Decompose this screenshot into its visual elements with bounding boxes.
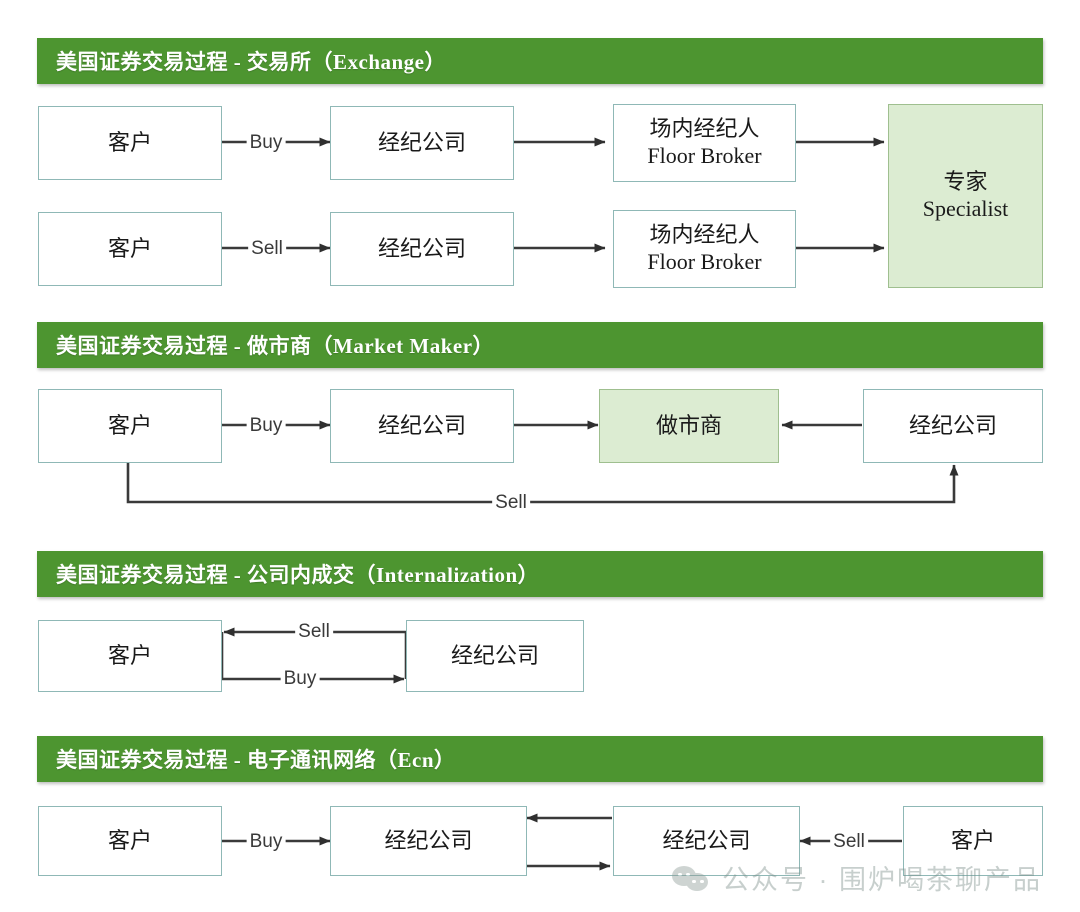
node-label: 经纪公司 <box>908 412 997 438</box>
node-label: 经纪公司 <box>384 827 473 853</box>
section-header-market-maker: 美国证券交易过程 - 做市商（Market Maker） <box>37 322 1043 368</box>
edge-label-sell: Sell <box>248 238 286 260</box>
node-label: 客户 <box>950 827 995 853</box>
section-title: 美国证券交易过程 - 做市商（Market Maker） <box>56 334 495 358</box>
node-market-maker[interactable]: 做市商 <box>599 389 779 463</box>
watermark: 公众号 · 围炉喝茶聊产品 <box>672 858 1042 897</box>
section-header-internalization: 美国证券交易过程 - 公司内成交（Internalization） <box>37 551 1043 597</box>
node-label: 专家 Specialist <box>922 169 1009 221</box>
watermark-text: 公众号 · 围炉喝茶聊产品 <box>722 865 1042 895</box>
node-mm-customer[interactable]: 客户 <box>38 389 222 463</box>
section-title: 美国证券交易过程 - 电子通讯网络（Ecn） <box>56 748 456 772</box>
node-broker-sell[interactable]: 经纪公司 <box>330 212 514 286</box>
node-int-customer[interactable]: 客户 <box>38 620 222 692</box>
node-label: 经纪公司 <box>450 642 539 668</box>
node-ecn-customer-left[interactable]: 客户 <box>38 806 222 876</box>
node-label: 场内经纪人 Floor Broker <box>647 116 762 168</box>
node-label: 经纪公司 <box>662 827 751 853</box>
node-mm-broker-left[interactable]: 经纪公司 <box>330 389 514 463</box>
node-ecn-customer-right[interactable]: 客户 <box>903 806 1043 876</box>
node-label: 客户 <box>107 235 152 261</box>
node-label: 经纪公司 <box>377 235 466 261</box>
node-label: 场内经纪人 Floor Broker <box>647 222 762 274</box>
node-customer-sell[interactable]: 客户 <box>38 212 222 286</box>
edge-label-buy: Buy <box>246 415 286 437</box>
edge-label-sell: Sell <box>830 831 868 853</box>
wechat-icon <box>672 864 712 892</box>
edge-label-sell: Sell <box>295 621 333 643</box>
edge-label-buy: Buy <box>280 668 320 690</box>
edge-label-sell: Sell <box>492 492 530 514</box>
section-header-ecn: 美国证券交易过程 - 电子通讯网络（Ecn） <box>37 736 1043 782</box>
node-floor-broker-buy[interactable]: 场内经纪人 Floor Broker <box>613 104 796 182</box>
node-specialist[interactable]: 专家 Specialist <box>888 104 1043 288</box>
node-label: 做市商 <box>655 412 722 438</box>
section-header-exchange: 美国证券交易过程 - 交易所（Exchange） <box>37 38 1043 84</box>
node-broker-buy[interactable]: 经纪公司 <box>330 106 514 180</box>
node-ecn-broker-left[interactable]: 经纪公司 <box>330 806 527 876</box>
section-title: 美国证券交易过程 - 交易所（Exchange） <box>56 50 446 74</box>
node-label: 客户 <box>107 642 152 668</box>
node-label: 经纪公司 <box>377 129 466 155</box>
edge-label-buy: Buy <box>246 831 286 853</box>
node-customer-buy[interactable]: 客户 <box>38 106 222 180</box>
node-ecn-broker-right[interactable]: 经纪公司 <box>613 806 800 876</box>
section-title: 美国证券交易过程 - 公司内成交（Internalization） <box>56 563 540 587</box>
node-label: 客户 <box>107 827 152 853</box>
node-mm-broker-right[interactable]: 经纪公司 <box>863 389 1043 463</box>
node-label: 客户 <box>107 129 152 155</box>
node-label: 客户 <box>107 412 152 438</box>
node-label: 经纪公司 <box>377 412 466 438</box>
node-int-broker[interactable]: 经纪公司 <box>406 620 584 692</box>
node-floor-broker-sell[interactable]: 场内经纪人 Floor Broker <box>613 210 796 288</box>
edge-label-buy: Buy <box>246 132 286 154</box>
